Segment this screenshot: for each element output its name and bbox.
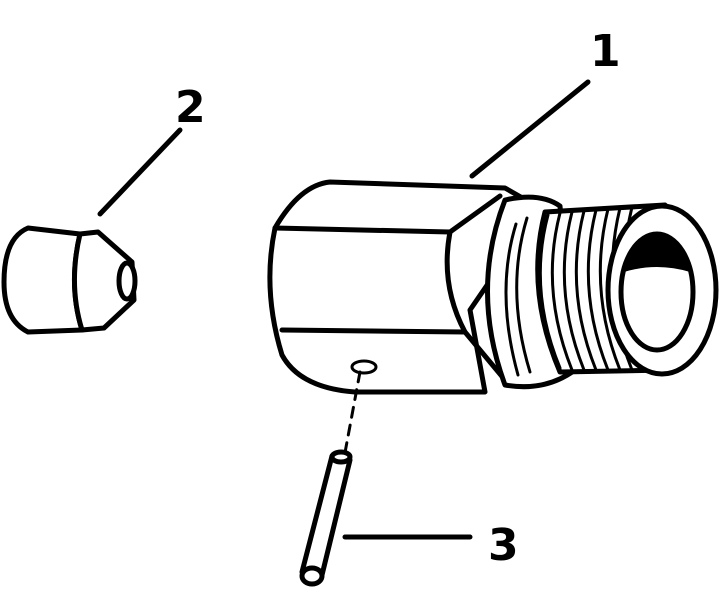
cap-tip-hole [116,260,138,302]
bore-shadow [624,234,690,272]
part-3-pin [299,370,362,587]
cap-body [1,225,85,335]
pin-bottom-end [299,565,325,587]
callout-1: 1 [590,26,621,77]
part-1-fitting [267,179,719,395]
pin-top-end [329,449,353,465]
callout-2: 2 [175,82,206,133]
part-2-cap [1,225,138,335]
callout-3: 3 [488,520,519,571]
leader-line-1 [469,79,591,179]
leader-lines [97,79,591,540]
hex-facet-mid [444,229,468,335]
pin-guide-dashed-line [342,370,362,460]
pin-hole [350,359,378,375]
leader-line-2 [97,127,183,217]
